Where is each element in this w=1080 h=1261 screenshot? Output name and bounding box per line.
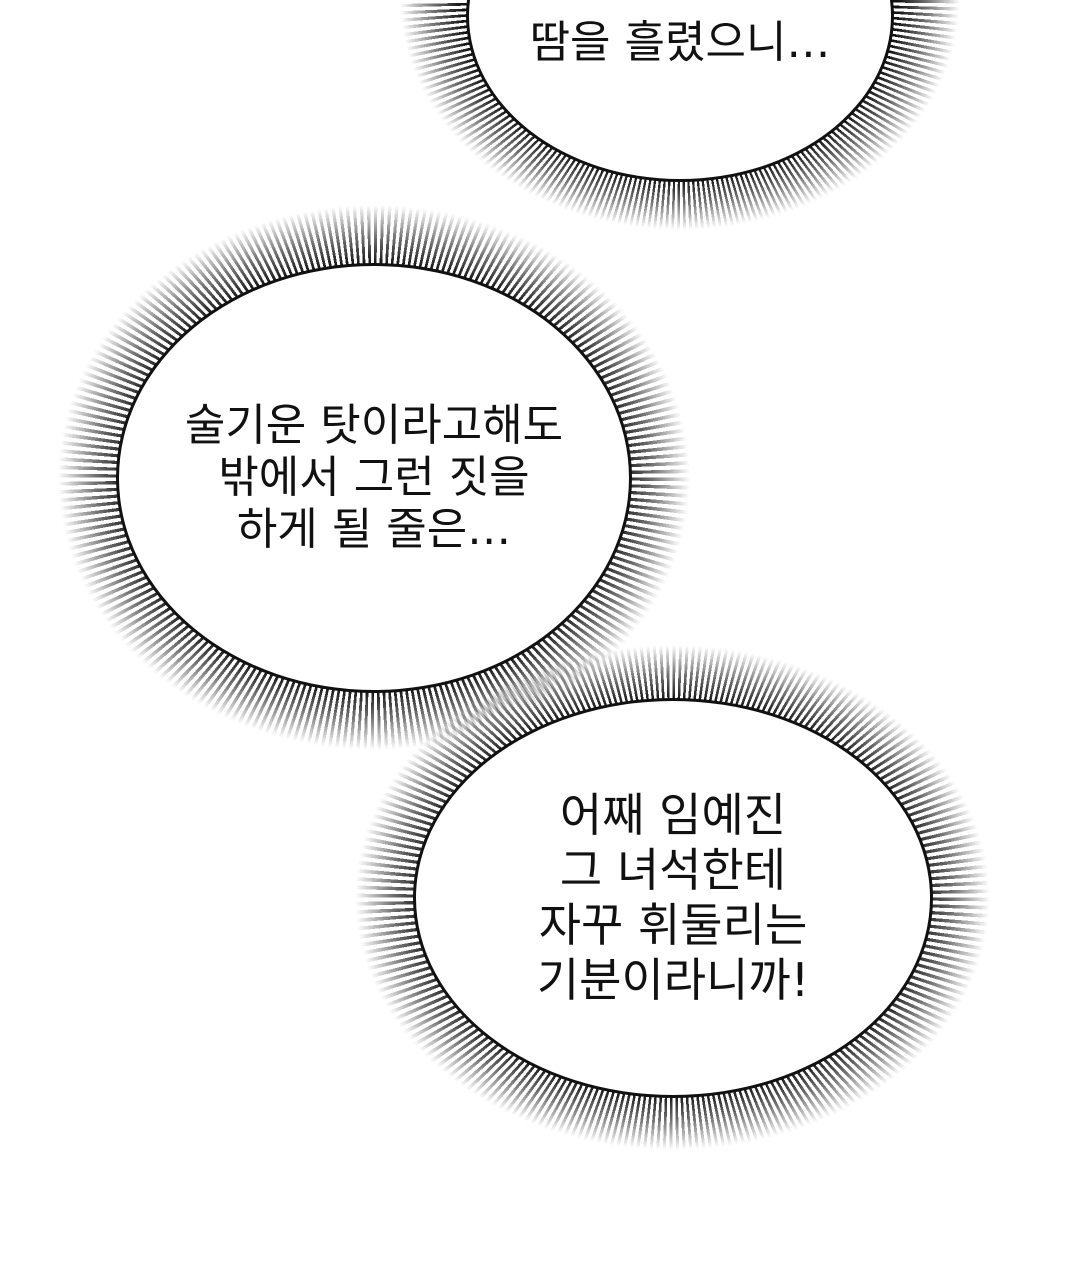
speech-bubble-2-text: 술기운 탓이라고해도 밖에서 그런 짓을 하게 될 줄은…: [184, 400, 564, 555]
speech-bubble-2: 술기운 탓이라고해도 밖에서 그런 짓을 하게 될 줄은…: [116, 263, 632, 693]
speech-bubble-3: 어째 임예진 그 녀석한테 자꾸 휘둘리는 기분이라니까!: [413, 698, 933, 1098]
speech-bubble-3-text: 어째 임예진 그 녀석한테 자꾸 휘둘리는 기분이라니까!: [536, 788, 810, 1007]
speech-bubble-1-text: 땀을 흘렸으니…: [529, 17, 831, 68]
